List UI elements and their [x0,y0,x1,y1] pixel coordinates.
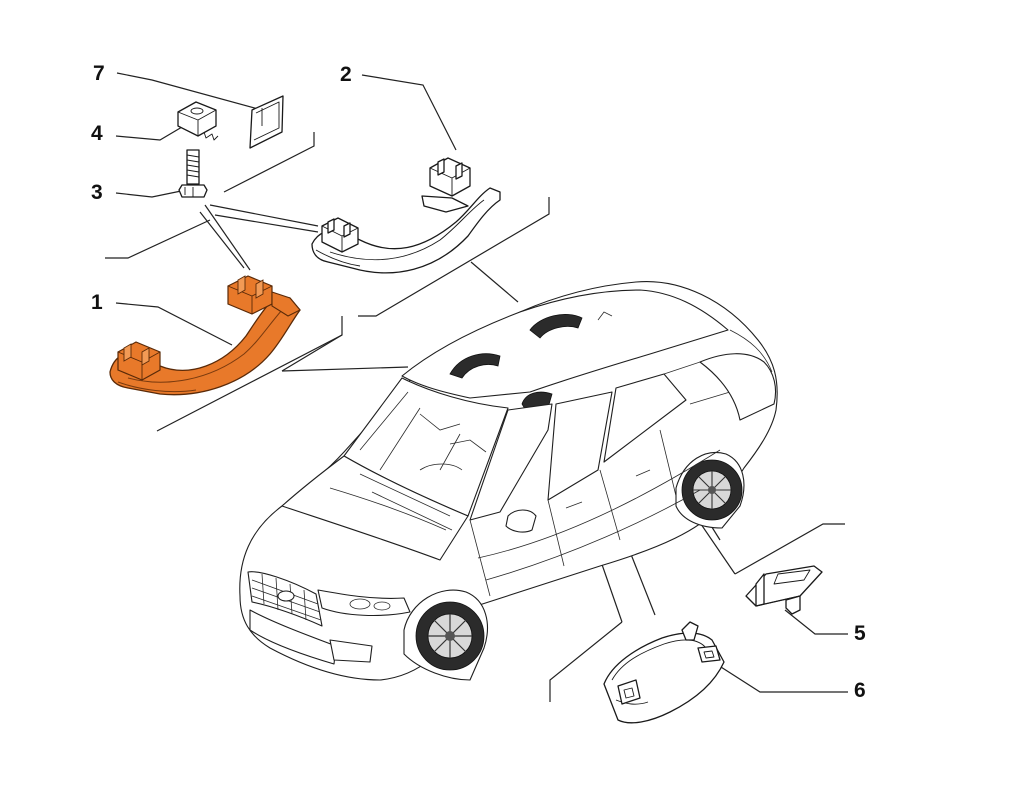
frame-handle-2-ray [470,261,519,303]
callout-3: 3 [91,181,103,204]
leader-5 [784,609,848,635]
clip [745,565,823,615]
frame-clip-top [734,523,845,575]
leader-3 [115,189,187,198]
nut-clip [177,101,219,141]
dome-lamp-cover [603,621,725,724]
leader-screw-to-handle-2b [214,214,319,233]
cover-cap [249,95,284,149]
frame-handle-2-right [358,197,550,317]
roof-handle-front-right [529,314,583,339]
leader-7 [116,72,263,111]
leader-4 [115,126,183,141]
leader-1 [115,302,233,346]
screw [178,149,208,198]
frame-handle-1-ray [281,366,409,372]
car-illustration [239,280,778,681]
callout-2: 2 [340,63,352,86]
callout-1: 1 [91,291,103,314]
frame-handle-1-top [105,219,211,259]
leader-2 [361,74,457,151]
grab-handle-2 [311,157,501,274]
callout-7: 7 [93,62,105,85]
leader-6 [709,659,848,693]
grab-handle-1-highlighted [109,275,301,396]
frame-handle-1-ray-b [281,334,343,372]
callout-5: 5 [854,622,866,645]
frame-handle-2-top [223,132,315,193]
callout-4: 4 [91,122,103,145]
callout-6: 6 [854,679,866,702]
leader-screw-to-handle-2 [209,204,319,227]
leader-screw-to-handle-1b [199,211,245,269]
roof-handle-front-left [449,353,501,379]
leader-screw-to-handle-1 [204,204,251,271]
exploded-view-frames [105,132,845,702]
frame-lamp-left [549,621,623,702]
